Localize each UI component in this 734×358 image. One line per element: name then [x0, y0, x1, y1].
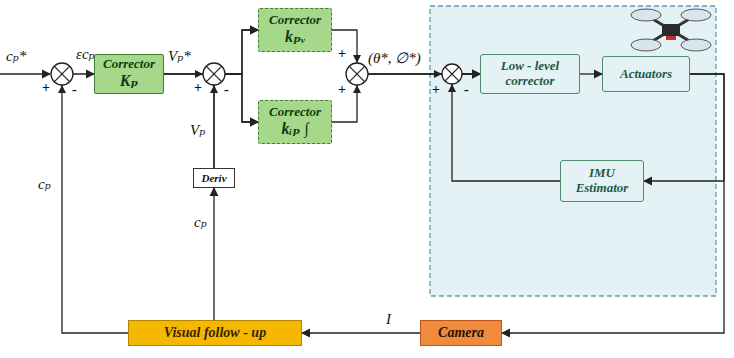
- signal-label: Vₚ*: [168, 48, 191, 65]
- signal-arrow: [502, 74, 724, 333]
- sign-label: -: [72, 82, 77, 97]
- input-line: [0, 73, 50, 74]
- node-text: Low - level corrector: [486, 59, 574, 89]
- summing-junction: [346, 63, 368, 85]
- controller-box: Correctorkₚᵥ: [258, 8, 332, 52]
- node-text: Camera: [438, 325, 484, 341]
- sign-label: -: [224, 82, 229, 97]
- summing-junction: [51, 63, 73, 85]
- summing-junction: [203, 63, 225, 85]
- signal-label: cₚ*: [6, 48, 26, 65]
- drone-illustration: [631, 9, 711, 51]
- node-text: Actuators: [620, 67, 672, 82]
- node-text: kₚᵥ: [285, 28, 305, 46]
- derivative-box: Deriv: [193, 168, 235, 188]
- node-text: IMU Estimator: [566, 166, 638, 196]
- signal-arrow: [62, 74, 128, 333]
- node-text: Kₚ: [120, 72, 139, 90]
- sign-label: +: [338, 46, 346, 61]
- signal-label: cₚ: [194, 214, 207, 231]
- node-text: Corrector: [103, 57, 155, 72]
- sign-label: +: [432, 82, 440, 97]
- signal-label: Vₚ: [190, 122, 205, 139]
- process-box: Visual follow - up: [128, 320, 302, 346]
- node-text: Deriv: [201, 172, 226, 185]
- process-box: Camera: [420, 320, 502, 346]
- controller-box: Correctorkᵢₚ ∫: [258, 100, 332, 144]
- signal-label: εcₚ: [76, 46, 95, 63]
- process-box: Low - level corrector: [480, 54, 580, 94]
- signal-arrow: [302, 332, 420, 333]
- sign-label: +: [338, 82, 346, 97]
- process-box: IMU Estimator: [560, 160, 644, 202]
- sign-label: -: [464, 82, 469, 97]
- signal-label: I: [384, 311, 393, 328]
- signal-label: cₚ: [38, 176, 51, 193]
- process-box: Actuators: [602, 56, 690, 92]
- controller-box: CorrectorKₚ: [94, 54, 164, 93]
- signal-arrow: [214, 30, 258, 168]
- signal-arrow: [214, 74, 258, 168]
- summing-junction: [442, 64, 462, 84]
- node-text: Corrector: [269, 105, 321, 120]
- node-text: kᵢₚ ∫: [281, 120, 308, 138]
- signal-label: (θ*, ∅*): [368, 50, 421, 67]
- sign-label: +: [194, 80, 202, 95]
- sign-label: +: [42, 80, 50, 95]
- node-text: Corrector: [269, 13, 321, 28]
- node-text: Visual follow - up: [164, 325, 266, 341]
- signal-arrow: [213, 188, 214, 320]
- signal-arrow: [580, 73, 602, 74]
- drone-region: [430, 6, 716, 296]
